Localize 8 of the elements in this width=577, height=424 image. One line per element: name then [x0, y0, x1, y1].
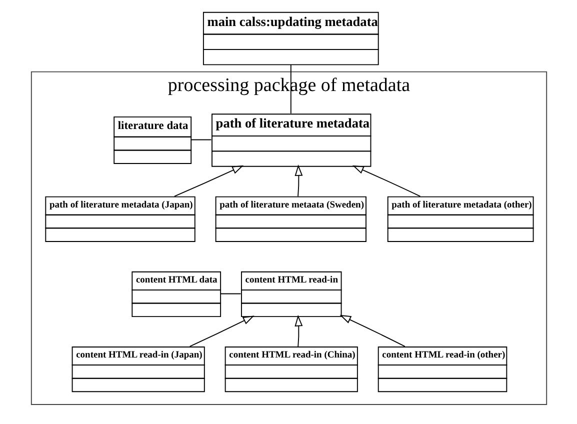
arrow — [352, 165, 420, 197]
arrow — [339, 314, 405, 347]
arrow — [173, 165, 244, 197]
connector — [190, 139, 212, 140]
arrow — [188, 316, 254, 347]
arrow — [294, 164, 302, 197]
connector — [219, 293, 241, 294]
arrow — [294, 314, 302, 347]
